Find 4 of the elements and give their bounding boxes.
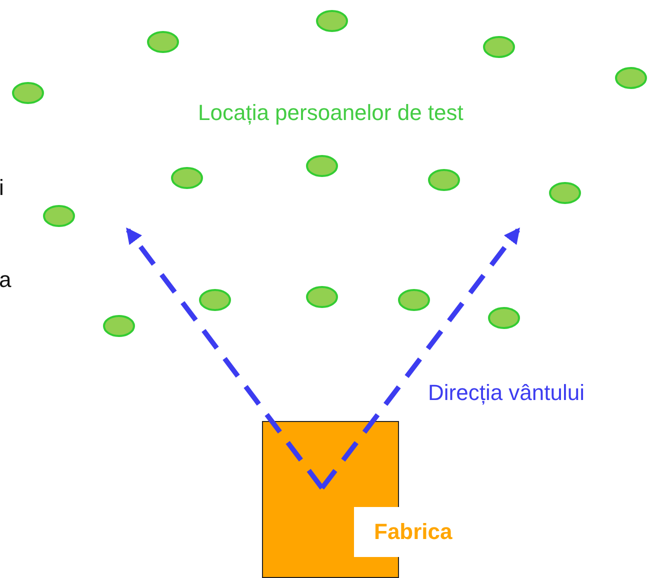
wind-direction-label: Direcția vântului: [428, 380, 585, 406]
location-label: Locația persoanelor de test: [198, 100, 464, 126]
text-fragment: a: [0, 267, 12, 293]
text-fragment: i: [0, 175, 4, 201]
